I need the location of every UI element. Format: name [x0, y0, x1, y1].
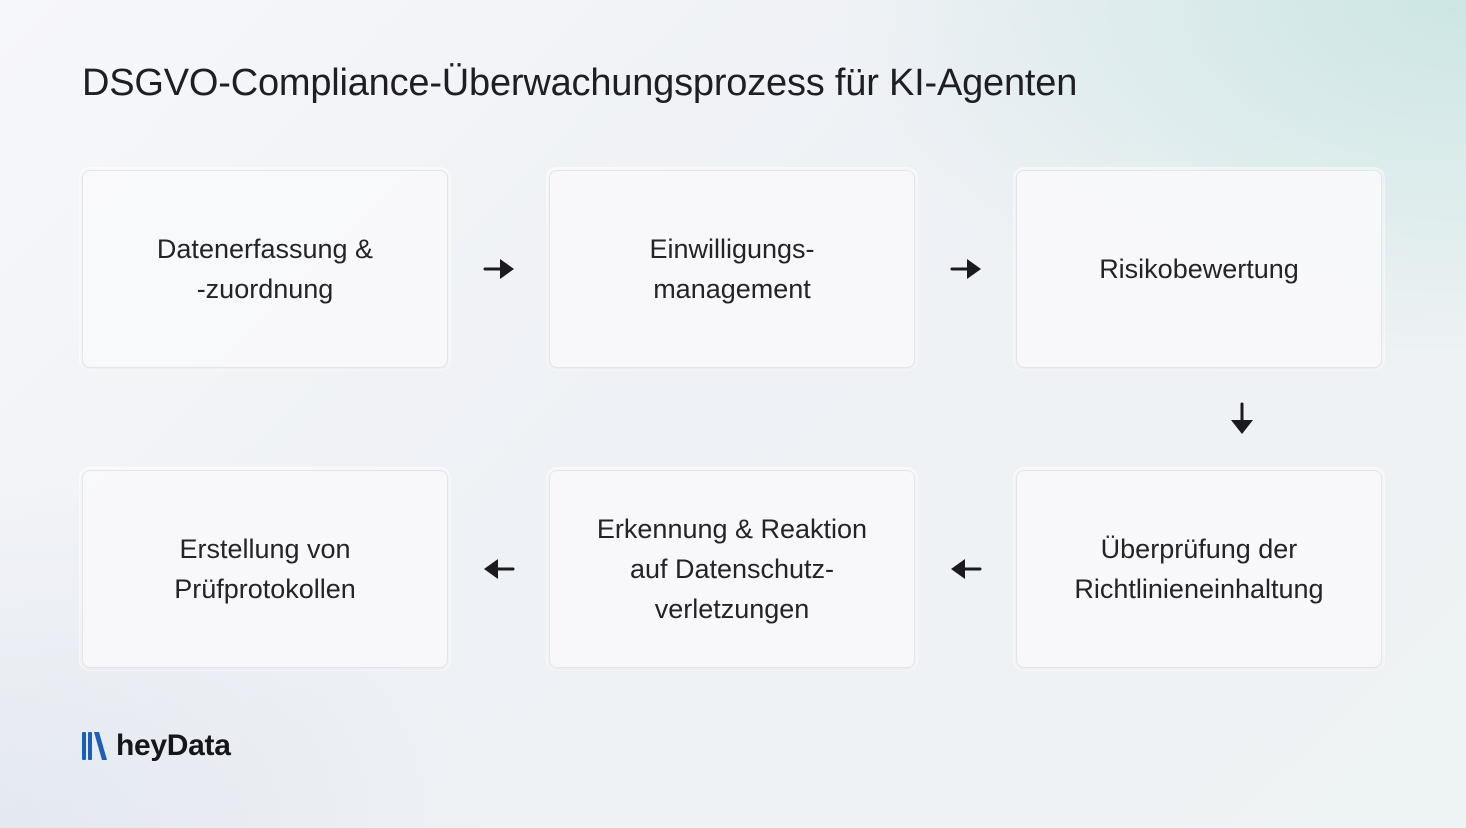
process-step-audit-log-creation: Erstellung von Prüfprotokollen — [82, 470, 448, 668]
step-label: Risikobewertung — [1099, 254, 1299, 284]
step-label: Datenerfassung & -zuordnung — [156, 234, 374, 304]
process-step-data-collection: Datenerfassung & -zuordnung — [82, 170, 448, 368]
arrow-down-icon — [1231, 402, 1253, 434]
heydata-logo-icon — [82, 732, 107, 760]
arrow-right-icon — [483, 259, 514, 279]
process-step-risk-assessment: Risikobewertung — [1016, 170, 1382, 368]
arrow-left-icon — [951, 559, 982, 579]
arrow-left-icon — [484, 559, 515, 579]
process-step-policy-compliance-check: Überprüfung der Richtlinieneinhaltung — [1016, 470, 1382, 668]
arrow-right-icon — [950, 259, 981, 279]
process-step-consent-management: Einwilligungs- management — [549, 170, 915, 368]
step-label: Überprüfung der Richtlinieneinhaltung — [1074, 534, 1324, 604]
brand-logo: heyData — [82, 729, 231, 762]
page-title: DSGVO-Compliance-Überwachungsprozess für… — [82, 62, 1078, 104]
step-label: Erstellung von Prüfprotokollen — [174, 534, 356, 604]
brand-name: heyData — [116, 729, 231, 762]
step-label: Erkennung & Reaktion auf Datenschutz- ve… — [596, 514, 868, 624]
step-label: Einwilligungs- management — [649, 234, 815, 304]
process-step-breach-detection-response: Erkennung & Reaktion auf Datenschutz- ve… — [549, 470, 915, 668]
